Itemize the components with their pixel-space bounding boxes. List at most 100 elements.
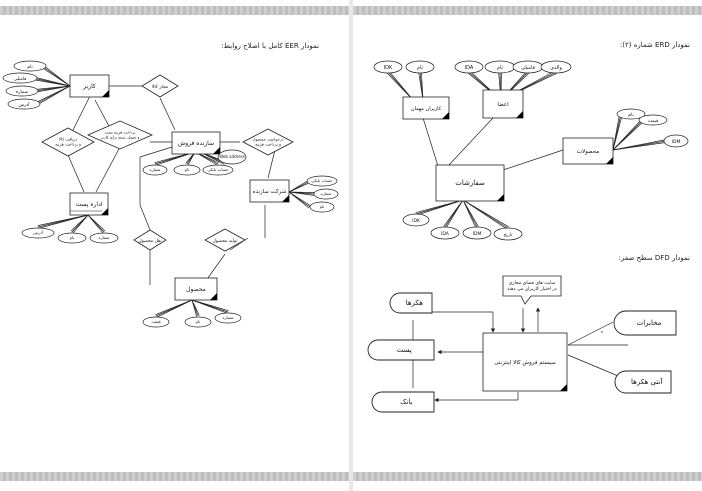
attr-member-parent — [540, 60, 572, 74]
dfd-hackers-label: هکرها — [406, 299, 424, 307]
entity-product-label: محصول — [186, 286, 206, 293]
attr-product-name-label: نام — [628, 113, 633, 118]
entity-post-office — [69, 192, 109, 216]
attr-post-name — [57, 232, 87, 244]
link-member-order — [447, 117, 494, 167]
entity-store-maker-label: سازنده فروش — [178, 140, 214, 147]
attr-store-web — [217, 149, 247, 165]
relation-legal-goods-label: مجاز کالا — [152, 84, 169, 90]
attr-member-family-label: فامیلی — [521, 65, 536, 71]
product-attr-link — [191, 299, 228, 314]
attr-guest-name — [405, 60, 435, 74]
post-attr-link — [87, 214, 104, 234]
attr-order-ida — [430, 226, 460, 240]
attr-product-idm — [663, 134, 689, 148]
erd-title: نمودار ERD شماره (۲): — [619, 41, 690, 49]
attr-guest-name-label: نام — [417, 65, 423, 71]
dfd-system-process-label: سیستم فروش کالا اینترنتی — [494, 359, 556, 366]
attr-product-number — [214, 312, 242, 324]
attr-user-number — [5, 85, 39, 97]
attr-order-idm-label: IDM — [473, 231, 482, 237]
order-attr-link — [462, 199, 508, 230]
product-attr-link — [191, 299, 198, 317]
attr-user-number-label: شماره — [16, 90, 29, 95]
dfd-system-process — [482, 332, 568, 392]
dfd-post — [367, 339, 435, 361]
entity-members-label: اعضا — [497, 102, 509, 108]
attr-company-name — [309, 201, 335, 213]
entity-product — [174, 277, 218, 301]
entity-products-corner-mark — [606, 157, 613, 164]
attr-order-idm — [462, 226, 492, 240]
attr-product-number-label: شماره — [223, 315, 235, 320]
entity-guest-user — [402, 96, 450, 120]
attr-post-address-label: آدرس — [33, 230, 44, 235]
attr-member-parent-label: والدی — [550, 65, 562, 71]
user-attr-link — [35, 85, 71, 104]
attr-member-ida-label: IDA — [465, 65, 474, 71]
flow-to-anti — [567, 354, 624, 379]
attr-guest-idk — [373, 60, 403, 74]
dfd-post-label: پست — [397, 346, 412, 354]
user-attr-link — [32, 76, 71, 87]
dfd-bank-label: بانک — [400, 398, 412, 406]
right-page: نمودار ERD شماره (۲): نمودار DFD سطح صفر… — [353, 0, 702, 491]
link-receive-post — [67, 154, 85, 193]
entity-user-label: کاربر — [82, 83, 96, 90]
attr-user-family-label: فامیلی — [14, 77, 27, 82]
attr-user-name — [13, 60, 47, 72]
entity-user — [69, 74, 110, 98]
dfd-hackers — [389, 292, 433, 314]
entity-guest-user-corner-mark — [442, 112, 449, 119]
left-page: نمودار EER کامل با اصلاح روابط: نام فامیل… — [0, 0, 349, 491]
entity-company-maker — [249, 179, 290, 203]
order-attr-link — [443, 199, 464, 227]
attr-store-web-label: Web address — [219, 154, 245, 159]
attr-store-number-label: شماره — [150, 167, 162, 172]
company-attr-link — [288, 191, 314, 196]
post-attr-link — [70, 214, 89, 232]
attr-company-number-label: شماره — [321, 191, 333, 196]
link-to-store — [139, 146, 173, 158]
dfd-anti-hackers-label: آنتی هکرها — [631, 377, 663, 386]
dfd-title: نمودار DFD سطح صفر: — [618, 254, 690, 262]
entity-company-maker-label: شرکت سازنده — [253, 188, 287, 195]
guest-attr-link — [388, 70, 414, 101]
eer-title: نمودار EER کامل با اصلاح روابط: — [221, 42, 319, 50]
company-attr-link — [288, 191, 310, 209]
user-attr-link — [42, 64, 71, 87]
flow-telecom-link — [567, 321, 614, 346]
user-attr-link — [33, 85, 71, 90]
entity-members — [482, 89, 524, 119]
entity-post-office-corner-mark — [101, 208, 108, 215]
relation-order-company — [242, 128, 294, 156]
attr-order-idk-label: IDK — [412, 218, 421, 224]
bottom-band-right — [353, 472, 702, 481]
relation-produce-product — [204, 228, 246, 252]
dfd-system-process-corner-mark — [560, 384, 567, 391]
entity-store-maker — [171, 131, 221, 155]
attr-post-address — [21, 227, 55, 239]
attr-order-date-label: تاریخ — [504, 233, 514, 238]
relation-legal-goods — [141, 74, 179, 98]
attr-product-price-label: قیمت — [648, 119, 659, 124]
link-user-pay — [94, 99, 111, 129]
product-attr-link — [612, 120, 645, 151]
dfd-telecom-label: مخابرات — [637, 319, 662, 327]
entity-members-corner-mark — [516, 111, 523, 118]
entity-products — [562, 137, 614, 165]
attr-store-name — [173, 164, 201, 176]
top-band — [0, 6, 349, 15]
attr-product-price — [638, 114, 668, 126]
attr-product-price — [142, 316, 170, 328]
entity-store-maker-corner-mark — [213, 147, 220, 154]
attr-order-ida-label: IDA — [441, 231, 450, 237]
attr-product-name-label: نام — [196, 319, 201, 324]
dfd-telecom — [613, 310, 677, 336]
guest-attr-link — [421, 71, 424, 101]
product-attr-link — [155, 299, 193, 316]
post-attr-link — [37, 214, 89, 226]
attr-product-name — [616, 108, 646, 120]
